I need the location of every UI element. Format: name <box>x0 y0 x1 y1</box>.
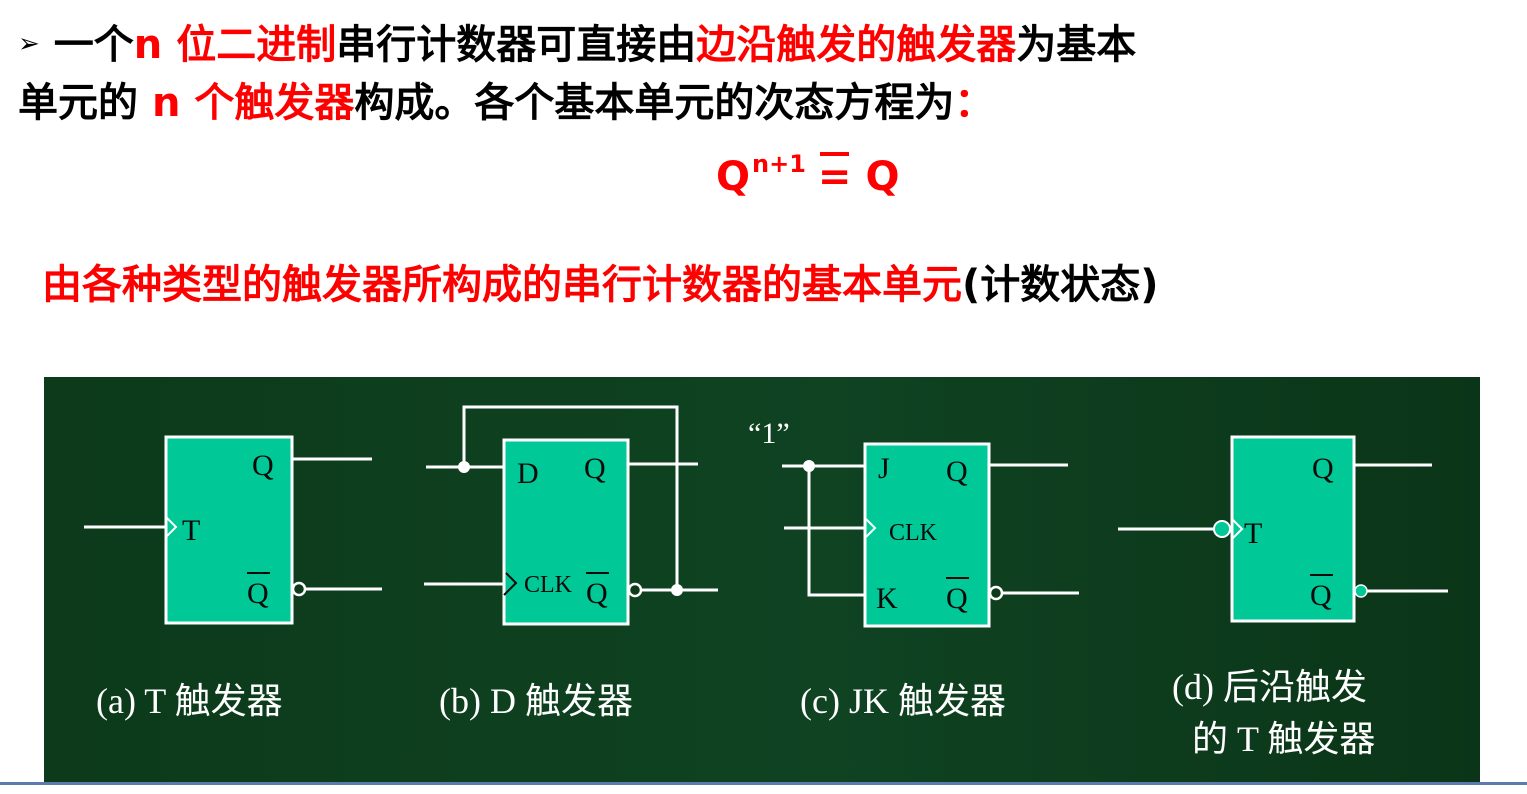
intro-line-2: 单元的 n 个触发器构成。各个基本单元的次态方程为： <box>18 70 994 128</box>
feedback-wire <box>462 405 679 590</box>
falling-edge-t-flipflop: T Q Q (d) 后沿触发 的 T 触发器 <box>1118 435 1448 759</box>
intro-text: 一个 <box>53 22 134 68</box>
intro-line-1: ➢ 一个n 位二进制串行计数器可直接由边沿触发的触发器为基本 <box>18 12 1136 70</box>
inversion-bubble-icon <box>1213 520 1231 538</box>
qbar-label: Q <box>946 582 968 615</box>
intro-text: 串行计数器可直接由 <box>336 22 697 68</box>
junction-dot <box>458 461 470 473</box>
clock-triangle-icon <box>1231 518 1244 540</box>
inversion-bubble-icon <box>988 585 1004 601</box>
q-label: Q <box>584 452 606 485</box>
clock-triangle-icon <box>503 572 518 596</box>
qbar-label: Q <box>1310 579 1332 612</box>
flipflop-diagrams: T Q Q (a) T 触发器 D Q CLK Q (b) D 触发器 <box>84 405 1448 759</box>
inversion-bubble-icon <box>627 582 643 598</box>
bottom-divider <box>0 782 1527 785</box>
inversion-bubble-icon <box>1354 584 1368 598</box>
caption-d-line2: 的 T 触发器 <box>1192 719 1375 759</box>
intro-text: 为基本 <box>1016 22 1137 68</box>
intro-text: 构成。各个基本单元的次态方程为 <box>354 80 955 126</box>
t-label: T <box>182 514 200 547</box>
t-flipflop-box <box>164 435 294 625</box>
k-tie-wire <box>807 466 865 597</box>
k-label: K <box>876 582 898 615</box>
colon: ： <box>954 80 995 126</box>
next-state-equation: Qn+1 = Q <box>716 150 899 200</box>
j-label: J <box>878 452 890 485</box>
clock-triangle-icon <box>864 517 877 539</box>
highlight-n-flipflops: n 个触发器 <box>151 80 355 126</box>
q-label: Q <box>252 449 274 482</box>
d-label: D <box>517 457 539 490</box>
junction-dot <box>671 584 683 596</box>
caption-c: (c) JK 触发器 <box>800 681 1006 721</box>
qbar-label: Q <box>247 577 269 610</box>
t-flipflop-box <box>1230 435 1356 623</box>
section-subtitle: 由各种类型的触发器所构成的串行计数器的基本单元(计数状态) <box>42 252 1159 310</box>
d-flipflop-box <box>502 438 630 626</box>
highlight-n-bit: n 位二进制 <box>133 22 337 68</box>
caption-b: (b) D 触发器 <box>439 681 633 721</box>
subtitle-black: (计数状态) <box>962 262 1159 308</box>
caption-d-line1: (d) 后沿触发 <box>1172 667 1367 707</box>
subtitle-red: 由各种类型的触发器所构成的串行计数器的基本单元 <box>42 262 962 308</box>
intro-text: 单元的 <box>18 80 138 126</box>
jk-flipflop: “1” J Q CLK K Q (c) JK 触发器 <box>748 417 1079 721</box>
bullet-arrow-icon: ➢ <box>18 29 40 59</box>
clk-label: CLK <box>889 520 938 546</box>
formula-rhs-q: Q <box>865 154 900 200</box>
overbar <box>819 152 850 156</box>
clock-triangle-icon <box>165 516 178 538</box>
formula-superscript: n+1 <box>752 150 806 178</box>
formula-equals: = <box>817 154 852 200</box>
d-flipflop: D Q CLK Q (b) D 触发器 <box>424 405 718 721</box>
formula-q: Q <box>716 154 751 200</box>
qbar-label: Q <box>586 577 608 610</box>
q-label: Q <box>946 455 968 488</box>
clk-label: CLK <box>524 572 573 598</box>
highlight-edge-triggered: 边沿触发的触发器 <box>696 22 1017 68</box>
t-flipflop: T Q Q (a) T 触发器 <box>84 435 382 721</box>
jk-flipflop-box <box>863 442 991 628</box>
q-label: Q <box>1312 452 1334 485</box>
caption-a: (a) T 触发器 <box>96 681 283 721</box>
flipflop-figure: T Q Q (a) T 触发器 D Q CLK Q (b) D 触发器 <box>44 377 1480 782</box>
logic-one-label: “1” <box>748 417 790 450</box>
inversion-bubble-icon <box>291 581 307 597</box>
t-label: T <box>1244 517 1262 550</box>
